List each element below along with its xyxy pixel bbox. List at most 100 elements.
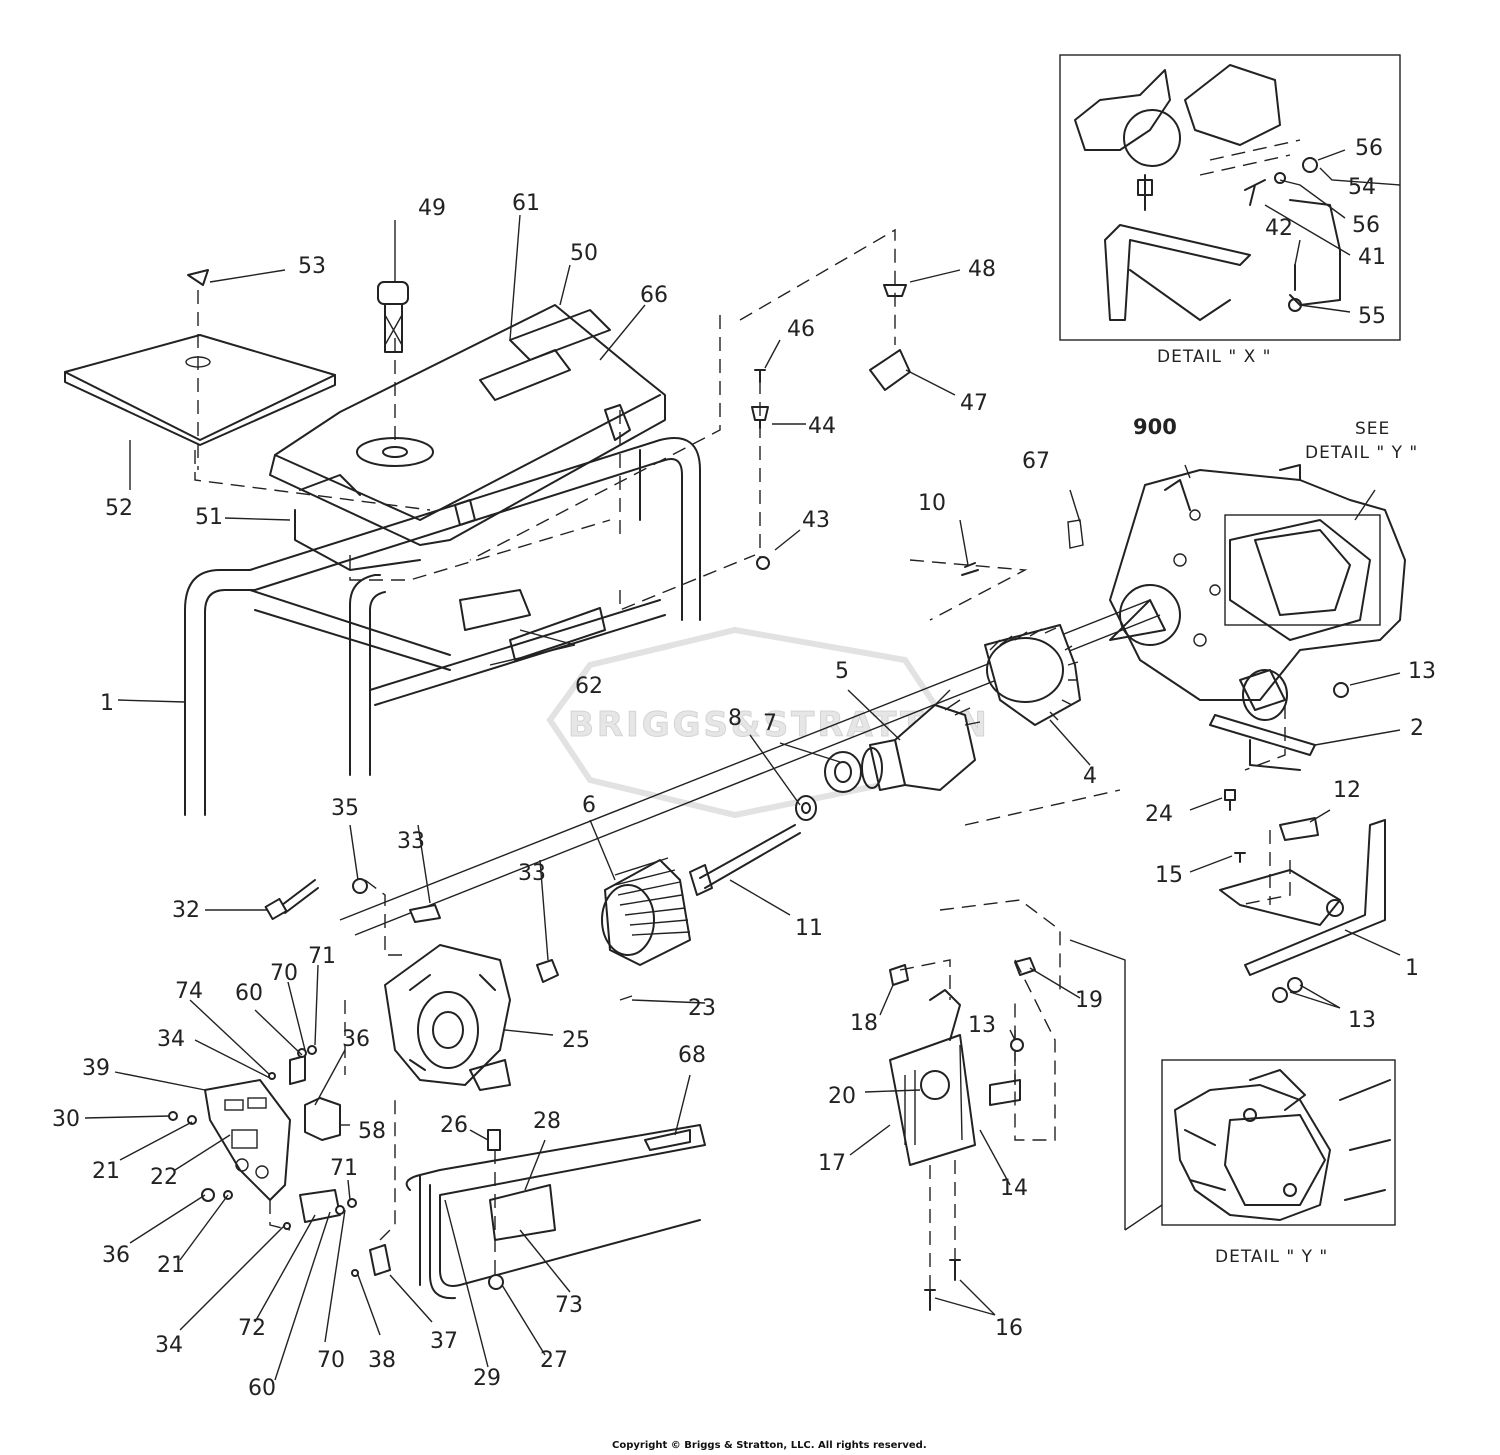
callout-47: 47 xyxy=(960,391,988,416)
callout-12: 12 xyxy=(1333,778,1361,803)
brush-cover xyxy=(409,904,441,923)
callout-33-top: 33 xyxy=(397,829,425,854)
callout-46: 46 xyxy=(787,317,815,342)
washer xyxy=(795,795,817,821)
callout-37: 37 xyxy=(430,1329,458,1354)
callout-44: 44 xyxy=(808,414,836,439)
callout-39: 39 xyxy=(82,1056,110,1081)
engine xyxy=(1109,464,1406,721)
callout-7: 7 xyxy=(763,711,777,736)
callout-34-top: 34 xyxy=(157,1027,185,1052)
frame xyxy=(184,437,701,816)
callout-72: 72 xyxy=(238,1316,266,1341)
callout-13-lower: 13 xyxy=(1348,1008,1376,1033)
copyright-notice: Copyright © Briggs & Stratton, LLC. All … xyxy=(612,1440,927,1451)
callout-41: 41 xyxy=(1358,245,1386,270)
callout-27: 27 xyxy=(540,1348,568,1373)
fan-housing xyxy=(984,624,1081,726)
callout-36-top: 36 xyxy=(342,1027,370,1052)
callout-20: 20 xyxy=(828,1084,856,1109)
callout-14: 14 xyxy=(1000,1176,1028,1201)
callout-58: 58 xyxy=(358,1119,386,1144)
control-panel xyxy=(204,1055,391,1276)
callout-19: 19 xyxy=(1075,988,1103,1013)
callout-55: 55 xyxy=(1358,304,1386,329)
callout-13-muffler: 13 xyxy=(968,1013,996,1038)
callout-leaders xyxy=(84,149,1401,1381)
callout-29: 29 xyxy=(473,1366,501,1391)
through-bolt xyxy=(689,824,801,896)
callout-13-top: 13 xyxy=(1408,659,1436,684)
callout-24: 24 xyxy=(1145,802,1173,827)
callout-60-lower: 60 xyxy=(248,1376,276,1401)
callout-30: 30 xyxy=(52,1107,80,1132)
stator-pin xyxy=(619,995,633,1001)
callout-26: 26 xyxy=(440,1113,468,1138)
engine-bracket xyxy=(1209,714,1316,771)
detail-y-box: DETAIL " Y " xyxy=(1161,1059,1396,1267)
callout-50: 50 xyxy=(570,241,598,266)
detail-x-caption: DETAIL " X " xyxy=(1157,347,1272,367)
detail-y-caption: DETAIL " Y " xyxy=(1215,1247,1328,1267)
callout-52: 52 xyxy=(105,496,133,521)
callout-5: 5 xyxy=(835,659,849,684)
callout-16: 16 xyxy=(995,1316,1023,1341)
callout-28: 28 xyxy=(533,1109,561,1134)
callout-8: 8 xyxy=(728,706,742,731)
base-frame xyxy=(405,1124,706,1300)
callout-10: 10 xyxy=(918,491,946,516)
callout-48: 48 xyxy=(968,257,996,282)
callout-labels: 53 49 61 50 66 51 52 1 46 44 43 48 47 62… xyxy=(52,136,1436,1401)
callout-56-top: 56 xyxy=(1355,136,1383,161)
callout-23: 23 xyxy=(688,996,716,1021)
fuel-tank xyxy=(269,304,666,571)
callout-68: 68 xyxy=(678,1043,706,1068)
callout-34-lower: 34 xyxy=(155,1333,183,1358)
callout-18: 18 xyxy=(850,1011,878,1036)
control-panel-cover xyxy=(64,269,336,470)
callout-2: 2 xyxy=(1410,716,1424,741)
callout-1-lower: 1 xyxy=(1405,956,1419,981)
callout-70-lower: 70 xyxy=(317,1348,345,1373)
callout-6: 6 xyxy=(582,793,596,818)
callout-49: 49 xyxy=(418,196,446,221)
callout-56-mid: 56 xyxy=(1352,213,1380,238)
callout-61: 61 xyxy=(512,191,540,216)
fuel-strainer xyxy=(377,281,409,353)
long-bolt xyxy=(264,879,319,921)
callout-54: 54 xyxy=(1348,175,1376,200)
callout-51: 51 xyxy=(195,505,223,530)
see-label: SEE xyxy=(1355,419,1390,439)
callout-53: 53 xyxy=(298,254,326,279)
callout-43: 43 xyxy=(802,508,830,533)
callout-25: 25 xyxy=(562,1028,590,1053)
callout-60-top: 60 xyxy=(235,981,263,1006)
callout-36-lower: 36 xyxy=(102,1243,130,1268)
bushing xyxy=(536,959,559,983)
assembly-lines xyxy=(194,228,1291,1290)
callout-900: 900 xyxy=(1133,415,1177,439)
callout-74: 74 xyxy=(175,979,203,1004)
rotor xyxy=(861,689,981,791)
callout-66: 66 xyxy=(640,283,668,308)
callout-4: 4 xyxy=(1083,764,1097,789)
frame-lower-right xyxy=(1219,819,1386,976)
callout-67: 67 xyxy=(1022,449,1050,474)
callout-33-mid: 33 xyxy=(518,861,546,886)
callout-22: 22 xyxy=(150,1165,178,1190)
detail-y-leader xyxy=(1069,939,1163,1231)
callout-71-top: 71 xyxy=(308,944,336,969)
bearing xyxy=(824,751,862,793)
callout-70-top: 70 xyxy=(270,961,298,986)
muffler xyxy=(889,989,1021,1166)
rear-housing xyxy=(384,944,511,1091)
vibration-mount xyxy=(487,1129,501,1151)
stator xyxy=(601,857,691,966)
detail-y-frame xyxy=(1224,514,1381,626)
callout-73: 73 xyxy=(555,1293,583,1318)
callout-35: 35 xyxy=(331,796,359,821)
callout-71-lower: 71 xyxy=(330,1156,358,1181)
callout-11: 11 xyxy=(795,916,823,941)
callout-32: 32 xyxy=(172,898,200,923)
